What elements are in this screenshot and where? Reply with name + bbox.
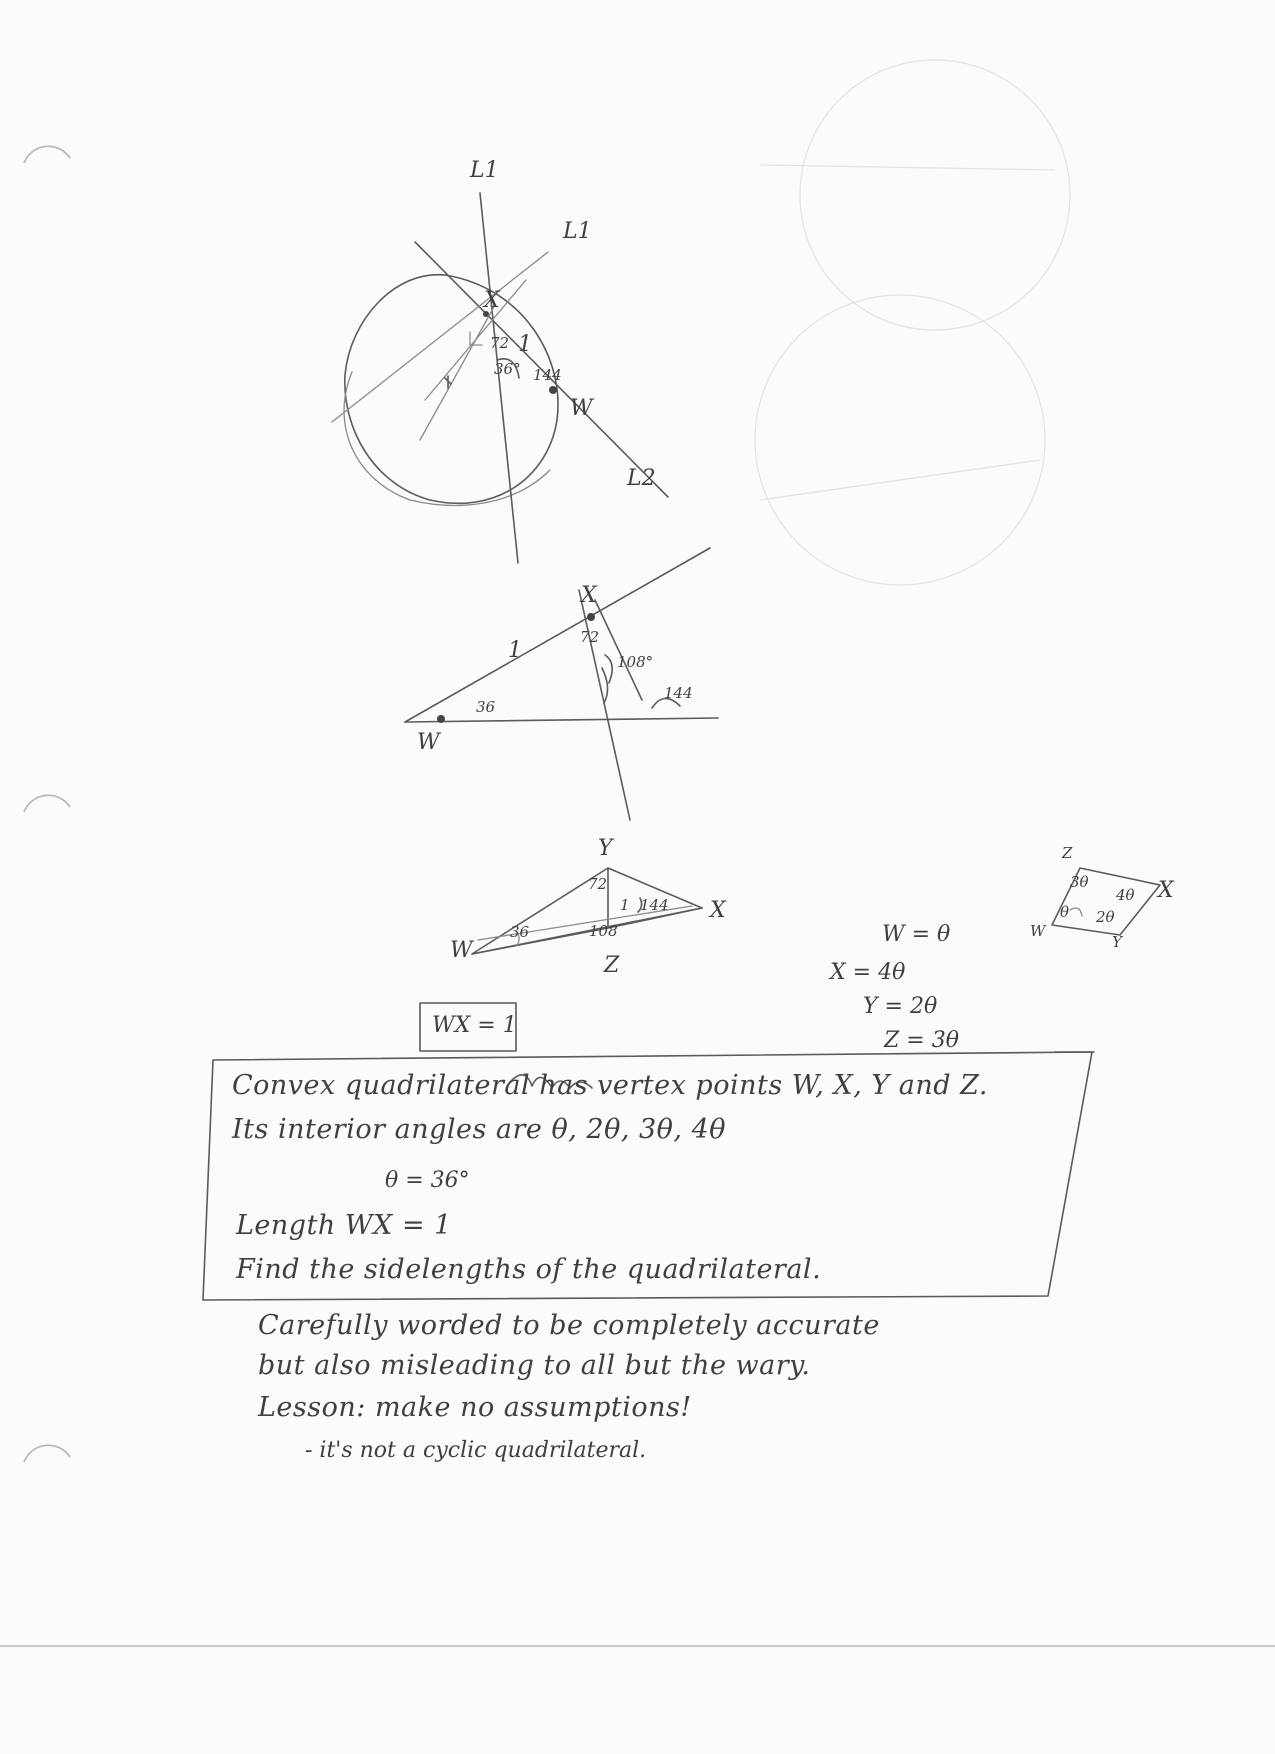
quad-angle-w: θ xyxy=(1060,903,1070,921)
vertex-label-x: X xyxy=(484,288,500,313)
side-label: 1 xyxy=(518,332,532,357)
quad-vertex-w: W xyxy=(1030,922,1046,940)
circle-construction-figure xyxy=(331,192,669,564)
problem-line-5: Find the sidelengths of the quadrilatera… xyxy=(236,1254,822,1285)
exterior-angle-label: 144 xyxy=(533,366,562,384)
quad-vertex-z: Z xyxy=(1062,844,1073,862)
angle-label-36: 36 xyxy=(510,923,530,941)
line-label-l1-top: L1 xyxy=(470,158,499,183)
angle-label-108: 108° xyxy=(617,653,654,671)
vertex-label-w: W xyxy=(570,396,593,421)
small-angle-label: 72 xyxy=(490,334,510,352)
assignment-w: W = θ xyxy=(882,922,951,947)
quad-angle-y: 2θ xyxy=(1096,908,1115,926)
vertex-label-x: X xyxy=(710,898,726,923)
quad-angle-sketch xyxy=(1051,867,1161,936)
commentary-line-3: Lesson: make no assumptions! xyxy=(258,1392,692,1423)
angle-label-144: 144 xyxy=(640,896,669,914)
scribble-crossout xyxy=(509,1074,593,1089)
assignment-y: Y = 2θ xyxy=(863,994,938,1019)
assignment-z: Z = 3θ xyxy=(884,1028,959,1053)
quad-angle-x: 4θ xyxy=(1116,886,1135,904)
vertex-label-y: Y xyxy=(598,836,613,861)
commentary-line-2: but also misleading to all but the wary. xyxy=(258,1350,811,1381)
quad-vertex-x: X xyxy=(1158,878,1174,903)
binder-hole-bottom xyxy=(23,1444,71,1463)
problem-line-2: Its interior angles are θ, 2θ, 3θ, 4θ xyxy=(232,1114,727,1145)
angle-label-108: 108 xyxy=(589,922,618,940)
vertex-label-z: Z xyxy=(604,953,620,978)
commentary-line-1: Carefully worded to be completely accura… xyxy=(258,1310,880,1341)
vertex-label-w: W xyxy=(417,730,440,755)
line-label-l1-right: L1 xyxy=(563,219,592,244)
angle-label-72: 72 xyxy=(588,875,608,893)
side-label: 1 xyxy=(620,896,630,914)
bleed-through xyxy=(754,59,1071,586)
wx-length-note: WX = 1 xyxy=(432,1013,517,1038)
problem-line-4: Length WX = 1 xyxy=(236,1210,452,1241)
binder-hole-top xyxy=(23,145,71,164)
commentary-line-4: - it's not a cyclic quadrilateral. xyxy=(305,1438,647,1463)
angle-label: 36° xyxy=(494,360,521,378)
angle-label-36: 36 xyxy=(476,698,496,716)
line-label-l2: L2 xyxy=(627,466,656,491)
problem-box-border xyxy=(202,1051,1093,1301)
wx-box-border xyxy=(419,1002,517,1052)
quad-vertex-y: Y xyxy=(1112,933,1122,951)
quad-angle-z: 3θ xyxy=(1070,873,1089,891)
angle-label-72: 72 xyxy=(580,628,600,646)
side-label: 1 xyxy=(508,638,522,663)
kite-figure xyxy=(471,867,703,955)
angle-label-144: 144 xyxy=(664,684,693,702)
problem-line-3: θ = 36° xyxy=(385,1168,470,1193)
page-bottom-rule xyxy=(0,1645,1275,1647)
triangle-angles-figure xyxy=(404,547,719,821)
assignment-x: X = 4θ xyxy=(830,960,906,985)
binder-hole-middle xyxy=(23,794,71,813)
vertex-label-x: X xyxy=(581,583,597,608)
vertex-label-w: W xyxy=(450,938,473,963)
problem-line-1: Convex quadrilateral has vertex points W… xyxy=(232,1070,988,1101)
